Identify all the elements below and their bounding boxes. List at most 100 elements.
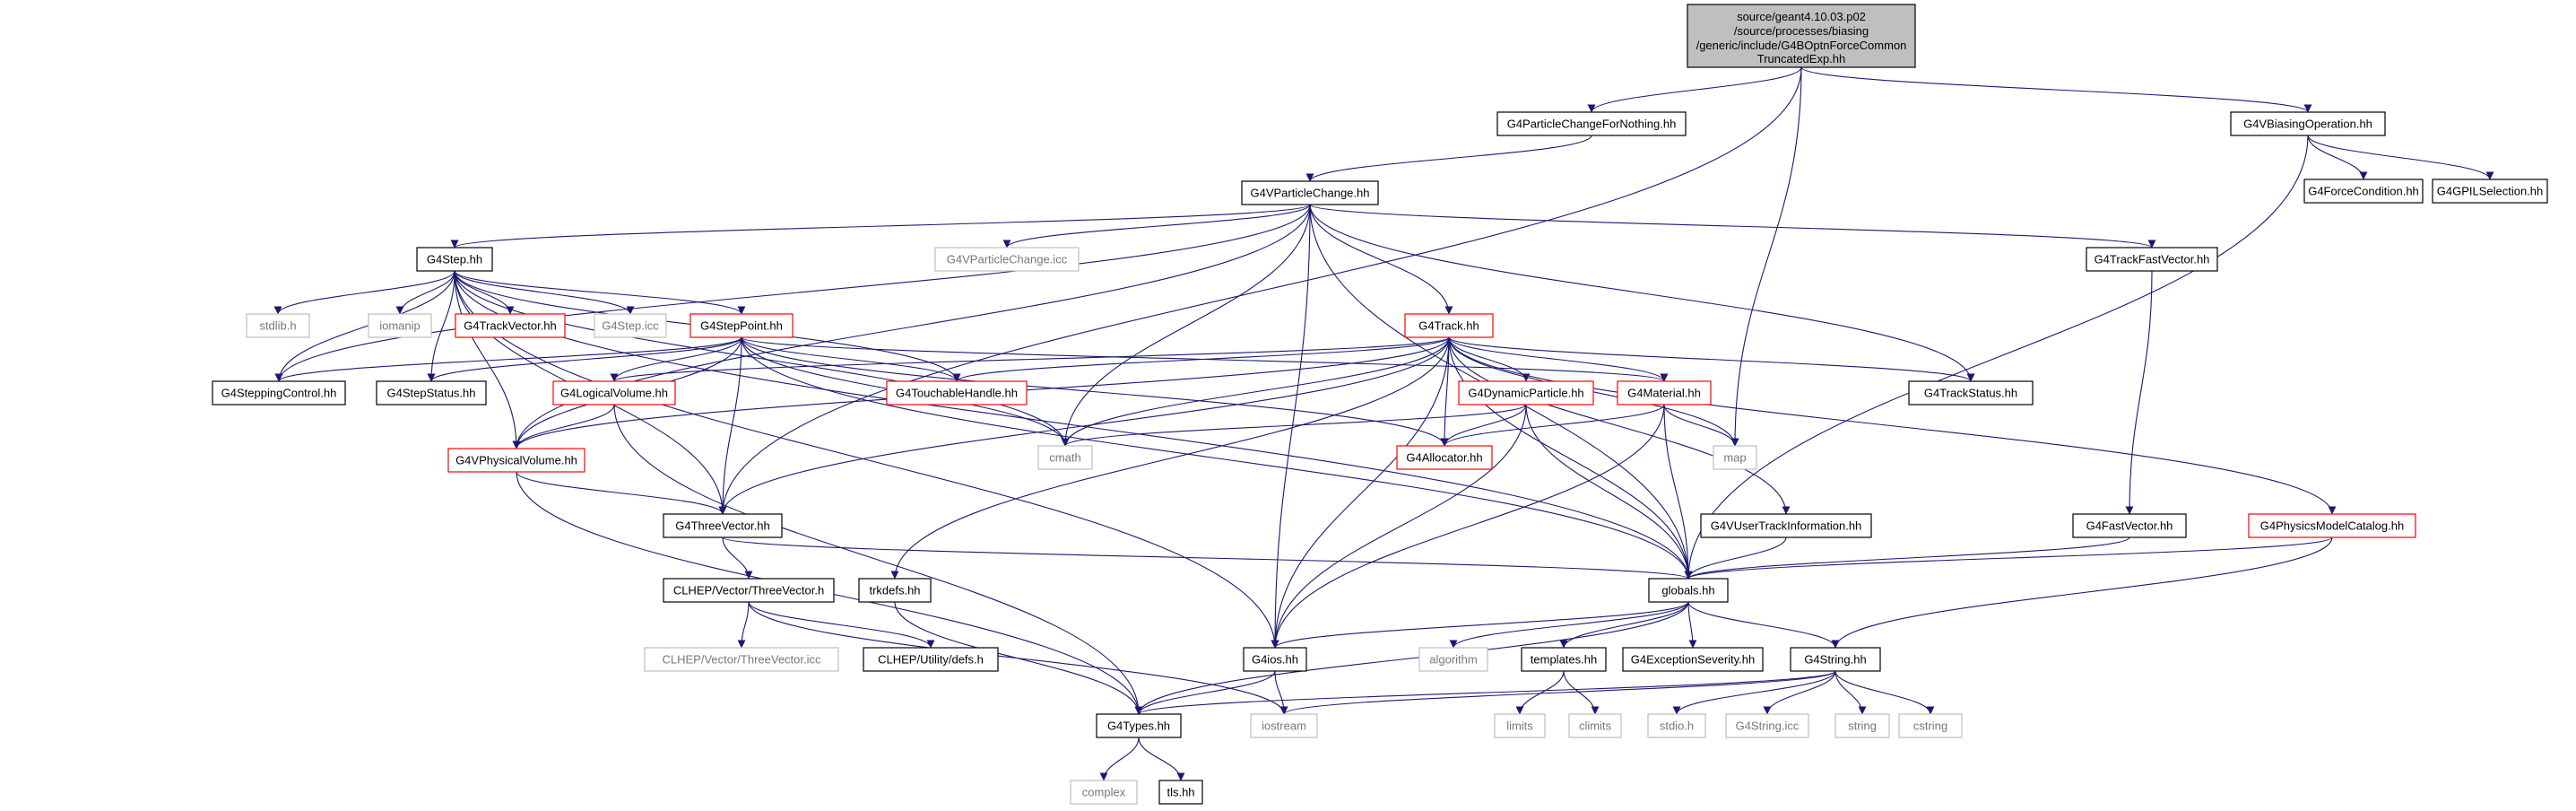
node-label-cmath: cmath: [1049, 451, 1080, 465]
node-templates[interactable]: templates.hh: [1521, 647, 1607, 672]
node-clhep_threevector_icc[interactable]: CLHEP/Vector/ThreeVector.icc: [644, 647, 839, 672]
node-box-g4dynamicparticle: [1458, 380, 1594, 406]
node-box-g4forcecondition: [2303, 179, 2424, 204]
node-box-limits: [1494, 713, 1546, 738]
node-g4exceptionseverity[interactable]: G4ExceptionSeverity.hh: [1622, 647, 1764, 672]
node-g4particlechangefornothing[interactable]: G4ParticleChangeForNothing.hh: [1496, 111, 1687, 136]
node-stdio[interactable]: stdio.h: [1647, 713, 1706, 738]
root-node[interactable]: source/geant4.10.03.p02 /source/processe…: [1687, 4, 1916, 68]
node-g4string_icc[interactable]: G4String.icc: [1725, 713, 1809, 738]
edge-g4vparticlechange-to-g4trackstatus: [1309, 204, 1975, 382]
node-box-clhep_defs: [863, 647, 999, 672]
node-g4fastvector[interactable]: G4FastVector.hh: [2072, 513, 2187, 538]
node-g4stepstatus[interactable]: G4StepStatus.hh: [376, 380, 487, 406]
node-g4vparticlechange[interactable]: G4VParticleChange.hh: [1241, 180, 1379, 205]
node-g4trackstatus[interactable]: G4TrackStatus.hh: [1908, 380, 2034, 406]
node-g4string[interactable]: G4String.hh: [1790, 647, 1881, 672]
node-map[interactable]: map: [1713, 445, 1757, 470]
node-g4vphysicalvolume[interactable]: G4VPhysicalVolume.hh: [447, 448, 585, 473]
node-complex[interactable]: complex: [1070, 780, 1138, 805]
node-box-g4string: [1790, 647, 1881, 672]
node-g4threevector[interactable]: G4ThreeVector.hh: [663, 513, 783, 538]
node-string[interactable]: string: [1834, 713, 1890, 738]
node-g4touchablehandle[interactable]: G4TouchableHandle.hh: [886, 380, 1028, 406]
node-g4material[interactable]: G4Material.hh: [1617, 380, 1712, 406]
edge-g4fastvector-to-globals: [1684, 536, 2130, 580]
node-label-iostream: iostream: [1262, 719, 1306, 733]
edge-globals-to-g4types: [1134, 601, 1689, 715]
node-cstring[interactable]: cstring: [1898, 713, 1963, 738]
node-climits[interactable]: climits: [1568, 713, 1622, 738]
node-box-g4logicalvolume: [552, 380, 676, 406]
edge-g4string-to-iostream: [1279, 670, 1836, 715]
node-g4gpilselection[interactable]: G4GPILSelection.hh: [2432, 179, 2548, 204]
edge-g4threevector-to-clhep_threevector_h: [722, 536, 753, 580]
node-box-cstring: [1898, 713, 1963, 738]
node-label-g4dynamicparticle: G4DynamicParticle.hh: [1468, 387, 1583, 400]
edge-g4step-to-cmath: [454, 270, 1070, 447]
node-iomanip[interactable]: iomanip: [368, 313, 432, 338]
node-label-g4stepstatus: G4StepStatus.hh: [386, 387, 475, 400]
node-g4steppingcontrol[interactable]: G4SteppingControl.hh: [212, 380, 346, 406]
node-box-cmath: [1037, 445, 1093, 470]
node-clhep_defs[interactable]: CLHEP/Utility/defs.h: [863, 647, 999, 672]
node-g4types[interactable]: G4Types.hh: [1096, 713, 1182, 738]
node-stdlib[interactable]: stdlib.h: [246, 313, 310, 338]
edge-g4dynamicparticle-to-g4allocator: [1440, 404, 1527, 447]
node-g4steppoint[interactable]: G4StepPoint.hh: [690, 313, 794, 338]
node-label-g4gpilselection: G4GPILSelection.hh: [2437, 185, 2544, 198]
root-label-line-1: source/geant4.10.03.p02: [1737, 10, 1866, 23]
node-g4track[interactable]: G4Track.hh: [1404, 313, 1494, 338]
edge-g4types-to-tls: [1138, 737, 1185, 781]
node-g4trackfastvector[interactable]: G4TrackFastVector.hh: [2086, 247, 2218, 272]
node-label-g4trackfastvector: G4TrackFastVector.hh: [2095, 253, 2210, 266]
node-box-g4material: [1617, 380, 1712, 406]
node-tls[interactable]: tls.hh: [1158, 780, 1203, 805]
edge-g4vbiasingoperation-to-g4gpilselection: [2307, 135, 2494, 180]
node-label-templates: templates.hh: [1531, 653, 1597, 667]
node-g4vparticlechange_icc[interactable]: G4VParticleChange.icc: [934, 247, 1080, 272]
edge-g4step-to-stdlib: [273, 270, 455, 315]
node-g4step[interactable]: G4Step.hh: [416, 247, 493, 272]
node-label-g4particlechangefornothing: G4ParticleChangeForNothing.hh: [1507, 118, 1677, 131]
node-label-clhep_threevector_icc: CLHEP/Vector/ThreeVector.icc: [662, 653, 821, 667]
node-g4allocator[interactable]: G4Allocator.hh: [1396, 445, 1493, 470]
root-label-line-4: TruncatedExp.hh: [1757, 52, 1846, 65]
node-clhep_threevector_h[interactable]: CLHEP/Vector/ThreeVector.h: [663, 578, 835, 603]
node-g4forcecondition[interactable]: G4ForceCondition.hh: [2303, 179, 2424, 204]
node-box-stdio: [1647, 713, 1706, 738]
edge-g4track-to-globals: [1448, 336, 1693, 580]
edge-clhep_threevector_h-to-clhep_defs: [748, 601, 935, 649]
node-box-algorithm: [1418, 647, 1488, 672]
node-g4logicalvolume[interactable]: G4LogicalVolume.hh: [552, 380, 676, 406]
node-label-g4steppingcontrol: G4SteppingControl.hh: [221, 387, 337, 400]
node-g4physicsmodelcatalog[interactable]: G4PhysicsModelCatalog.hh: [2248, 513, 2416, 538]
node-label-g4forcecondition: G4ForceCondition.hh: [2308, 185, 2419, 198]
node-g4vusertrackinformation[interactable]: G4VUserTrackInformation.hh: [1700, 513, 1872, 538]
node-label-g4fastvector: G4FastVector.hh: [2086, 519, 2173, 533]
node-label-g4touchablehandle: G4TouchableHandle.hh: [896, 387, 1018, 400]
edge-g4vparticlechange-to-cmath: [1061, 204, 1311, 447]
node-cmath[interactable]: cmath: [1037, 445, 1093, 470]
node-box-string: [1834, 713, 1890, 738]
node-algorithm[interactable]: algorithm: [1418, 647, 1488, 672]
node-g4trackvector[interactable]: G4TrackVector.hh: [455, 313, 566, 338]
edge-g4dynamicparticle-to-g4ios: [1271, 404, 1527, 649]
edge-g4trackfastvector-to-g4fastvector: [2125, 270, 2153, 515]
edge-g4logicalvolume-to-g4vphysicalvolume: [512, 404, 615, 449]
node-limits[interactable]: limits: [1494, 713, 1546, 738]
node-box-g4types: [1096, 713, 1182, 738]
node-g4ios[interactable]: G4ios.hh: [1243, 647, 1307, 672]
node-g4step_icc[interactable]: G4Step.icc: [594, 313, 667, 338]
node-g4dynamicparticle[interactable]: G4DynamicParticle.hh: [1458, 380, 1594, 406]
node-label-stdlib: stdlib.h: [259, 319, 296, 333]
node-label-limits: limits: [1506, 719, 1533, 733]
node-iostream[interactable]: iostream: [1250, 713, 1318, 738]
node-label-g4string_icc: G4String.icc: [1736, 719, 1800, 733]
edge-root-to-g4threevector: [718, 66, 1802, 515]
node-g4vbiasingoperation[interactable]: G4VBiasingOperation.hh: [2230, 111, 2386, 136]
node-trkdefs[interactable]: trkdefs.hh: [858, 578, 932, 603]
node-label-g4types: G4Types.hh: [1107, 719, 1170, 733]
node-label-g4vusertrackinformation: G4VUserTrackInformation.hh: [1711, 519, 1862, 533]
node-globals[interactable]: globals.hh: [1648, 578, 1729, 603]
